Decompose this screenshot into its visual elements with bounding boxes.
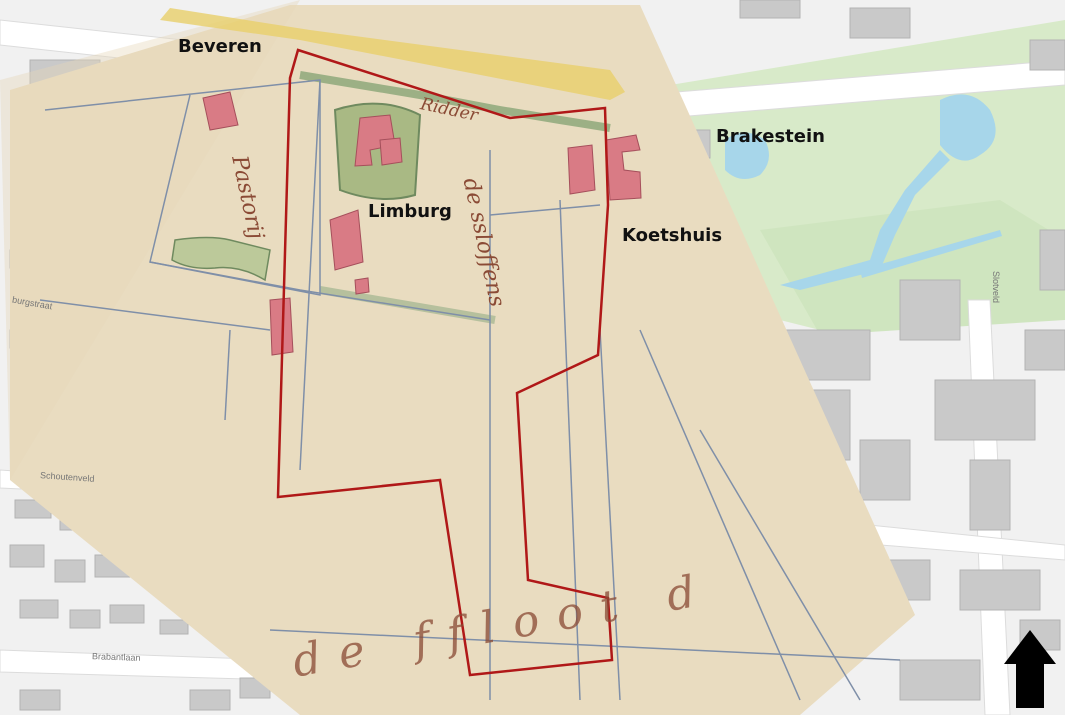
pond — [725, 132, 769, 179]
historic-moat — [333, 102, 422, 200]
historic-hedge — [299, 71, 611, 132]
study-area-boundary — [276, 48, 614, 677]
historic-parcel-lines — [39, 79, 901, 701]
street-brabantlaan: Brabantlaan — [91, 651, 141, 663]
historic-road-band — [160, 8, 625, 100]
historic-garden — [171, 236, 271, 282]
pond-2 — [940, 94, 996, 161]
label-koetshuis: Koetshuis — [622, 225, 723, 246]
stream — [780, 150, 950, 290]
historic-buildings — [202, 91, 642, 356]
street-slotveld: Slotveld — [991, 270, 1002, 304]
label-beveren: Beveren — [178, 36, 262, 57]
historic-hedge-2 — [319, 286, 496, 324]
label-limburg: Limburg — [368, 201, 452, 222]
historic-map-overlay — [10, 5, 915, 715]
canal — [860, 230, 1002, 278]
label-brakestein: Brakestein — [716, 126, 825, 147]
north-arrow-icon — [1004, 630, 1056, 708]
